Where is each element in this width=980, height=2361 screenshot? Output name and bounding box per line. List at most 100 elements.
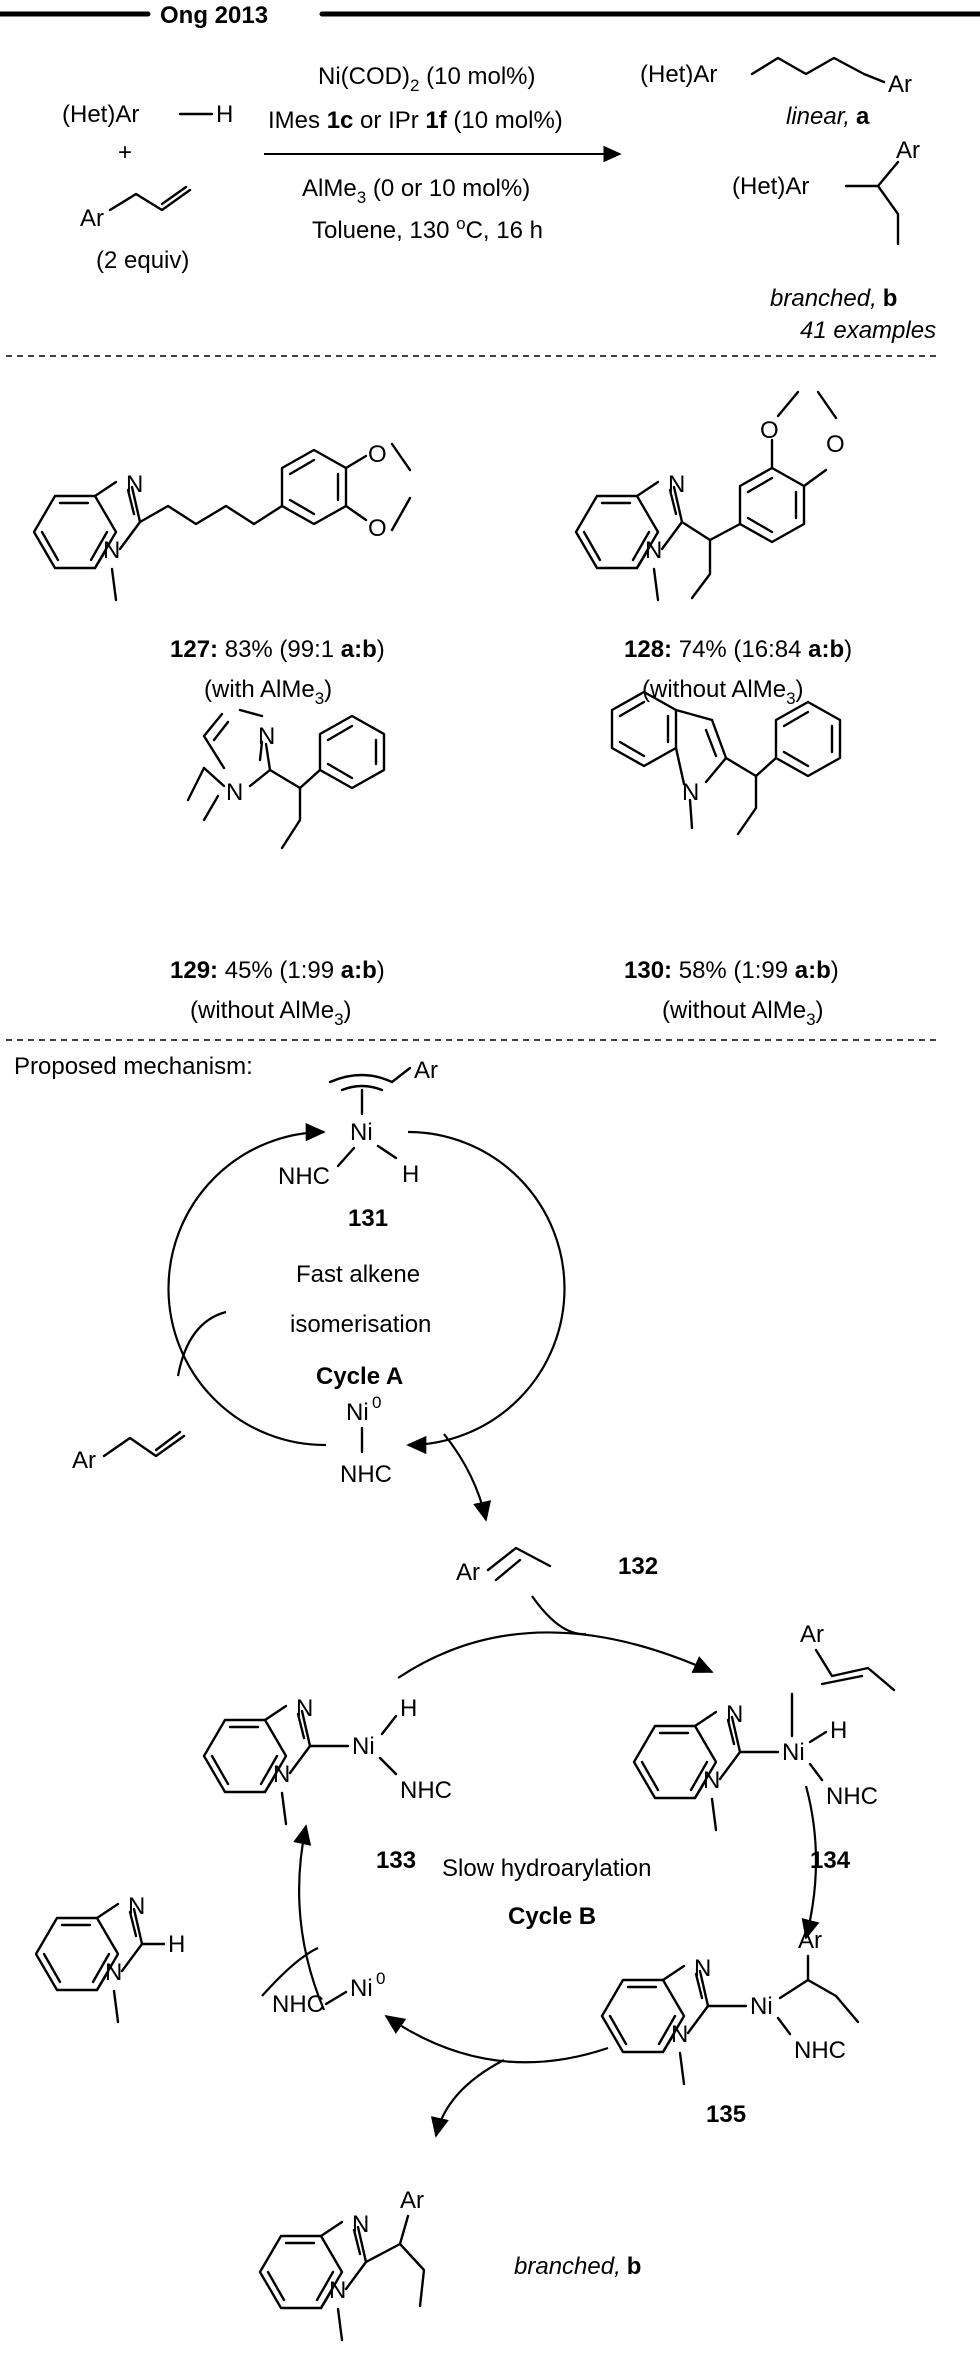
- svg-text:Ni: Ni: [350, 1975, 373, 2002]
- cycle-b-arrow-right: [801, 1785, 820, 1940]
- branched-label: branched,b: [770, 285, 897, 312]
- svg-text:Ar: Ar: [414, 1057, 438, 1084]
- svg-text:H: H: [400, 1695, 417, 1722]
- svg-text:N: N: [103, 537, 120, 564]
- svg-text:Ni: Ni: [352, 1733, 375, 1760]
- complex-135: N N Ni Ar NHC: [600, 1927, 860, 2086]
- branched-ar: Ar: [896, 137, 920, 164]
- cycle-b-arrow-top: [397, 1631, 714, 1679]
- svg-text:N: N: [273, 1761, 290, 1788]
- compound-129-structure: N N: [186, 708, 386, 850]
- svg-text:0: 0: [372, 1393, 381, 1412]
- label-133: 133: [376, 1847, 416, 1874]
- cycle-a-line2: isomerisation: [290, 1311, 431, 1338]
- mechanism-heading: Proposed mechanism:: [14, 1053, 253, 1080]
- svg-text:0: 0: [376, 1969, 385, 1988]
- condition-catalyst: Ni(COD)2 (10 mol%): [318, 63, 535, 95]
- svg-text:NHC: NHC: [794, 2037, 846, 2064]
- cycle-a-title: Cycle A: [316, 1363, 403, 1390]
- svg-text:O: O: [760, 417, 779, 444]
- svg-text:H: H: [168, 1931, 185, 1958]
- allyl-ar-label: Ar: [80, 205, 104, 232]
- svg-text:Ni: Ni: [750, 1993, 773, 2020]
- condition-solvent: Toluene, 130 oC, 16 h: [312, 214, 543, 244]
- svg-text:NHC: NHC: [340, 1461, 392, 1488]
- plus-sign: +: [118, 139, 132, 166]
- condition-ligand: IMes 1c or IPr 1f (10 mol%): [268, 107, 563, 134]
- allyl-ar-mech: Ar: [72, 1447, 96, 1474]
- branched-hetar: (Het)Ar: [732, 173, 809, 200]
- allyl-entry-arrow: [176, 1310, 227, 1377]
- alkene-entry-arrow: [531, 1595, 587, 1636]
- reactant-hetar: (Het)Ar: [62, 101, 139, 128]
- svg-text:Ar: Ar: [400, 2187, 424, 2214]
- reactant-h: H: [216, 101, 233, 128]
- linear-ar: Ar: [888, 71, 912, 98]
- svg-text:Ni: Ni: [782, 1739, 805, 1766]
- compound-127-yield: 127: 83% (99:1 a:b): [170, 636, 385, 663]
- compound-127-note: (with AlMe3): [204, 676, 332, 708]
- svg-text:Ar: Ar: [798, 1927, 822, 1954]
- svg-text:N: N: [671, 2021, 688, 2048]
- svg-text:NHC: NHC: [400, 1777, 452, 1804]
- header-title: Ong 2013: [160, 2, 268, 29]
- ni0-nhc-a: Ni 0 NHC: [340, 1393, 392, 1488]
- bzim-entry-arrow: [261, 1946, 319, 1997]
- svg-text:N: N: [126, 471, 143, 498]
- isomer-exit-arrow: [443, 1433, 492, 1522]
- svg-text:N: N: [128, 1893, 145, 1920]
- compound-127-structure: N N O O: [32, 441, 412, 602]
- svg-text:N: N: [226, 779, 243, 806]
- svg-text:N: N: [703, 1767, 720, 1794]
- svg-text:Ni: Ni: [346, 1399, 369, 1426]
- n-methylbenzimidazole: N N H: [34, 1893, 185, 2024]
- label-131: 131: [348, 1205, 388, 1232]
- svg-text:H: H: [830, 1717, 847, 1744]
- product-exit-arrow: [430, 2059, 505, 2138]
- svg-text:N: N: [694, 1955, 711, 1982]
- cycle-b-title: Cycle B: [508, 1903, 596, 1930]
- compound-130-structure: N: [610, 690, 842, 836]
- label-134: 134: [810, 1847, 851, 1874]
- label-135: 135: [706, 2101, 746, 2128]
- cycle-a-arrow-left: [167, 1122, 327, 1447]
- svg-text:N: N: [682, 779, 699, 806]
- complex-133: N N Ni H NHC: [202, 1695, 452, 1826]
- svg-text:N: N: [105, 1959, 122, 1986]
- compound-128-yield: 128: 74% (16:84 a:b): [624, 636, 852, 663]
- svg-text:Ni: Ni: [350, 1119, 373, 1146]
- compound-129-yield: 129: 45% (1:99 a:b): [170, 957, 385, 984]
- compound-128-note: (without AlMe3): [642, 676, 804, 708]
- cycle-b-arrow-bottom: [384, 2014, 609, 2064]
- svg-text:N: N: [352, 2211, 369, 2238]
- label-132: 132: [618, 1553, 658, 1580]
- cycle-a-arrow-right: [406, 1130, 566, 1455]
- svg-text:O: O: [368, 515, 387, 542]
- svg-text:NHC: NHC: [826, 1783, 878, 1810]
- final-branched-product: N N Ar: [258, 2187, 426, 2342]
- allylarene-skeleton: [108, 188, 192, 212]
- ni0-nhc-b: NHC Ni 0: [272, 1969, 385, 2018]
- cycle-b-line1: Slow hydroarylation: [442, 1855, 651, 1882]
- linear-hetar: (Het)Ar: [640, 61, 717, 88]
- examples-count: 41 examples: [800, 317, 936, 344]
- compound-128-structure: N N O O: [574, 390, 845, 602]
- reactant-equiv: (2 equiv): [96, 247, 189, 274]
- complex-131: Ar Ni NHC H: [278, 1057, 438, 1190]
- svg-text:N: N: [726, 1701, 743, 1728]
- cycle-b-arrow-left: [293, 1824, 326, 2011]
- svg-text:NHC: NHC: [278, 1163, 330, 1190]
- branched-chain: [876, 184, 900, 246]
- svg-text:O: O: [368, 441, 387, 468]
- condition-additive: AlMe3 (0 or 10 mol%): [302, 175, 530, 207]
- compound-129-note: (without AlMe3): [190, 997, 352, 1029]
- svg-text:Ar: Ar: [800, 1621, 824, 1648]
- linear-chain: [750, 56, 886, 84]
- svg-text:H: H: [402, 1161, 419, 1188]
- svg-text:N: N: [329, 2277, 346, 2304]
- svg-text:NHC: NHC: [272, 1991, 324, 2018]
- compound-132: Ar: [456, 1546, 552, 1586]
- cycle-a-line1: Fast alkene: [296, 1261, 420, 1288]
- final-product-label: branched,b: [514, 2253, 641, 2280]
